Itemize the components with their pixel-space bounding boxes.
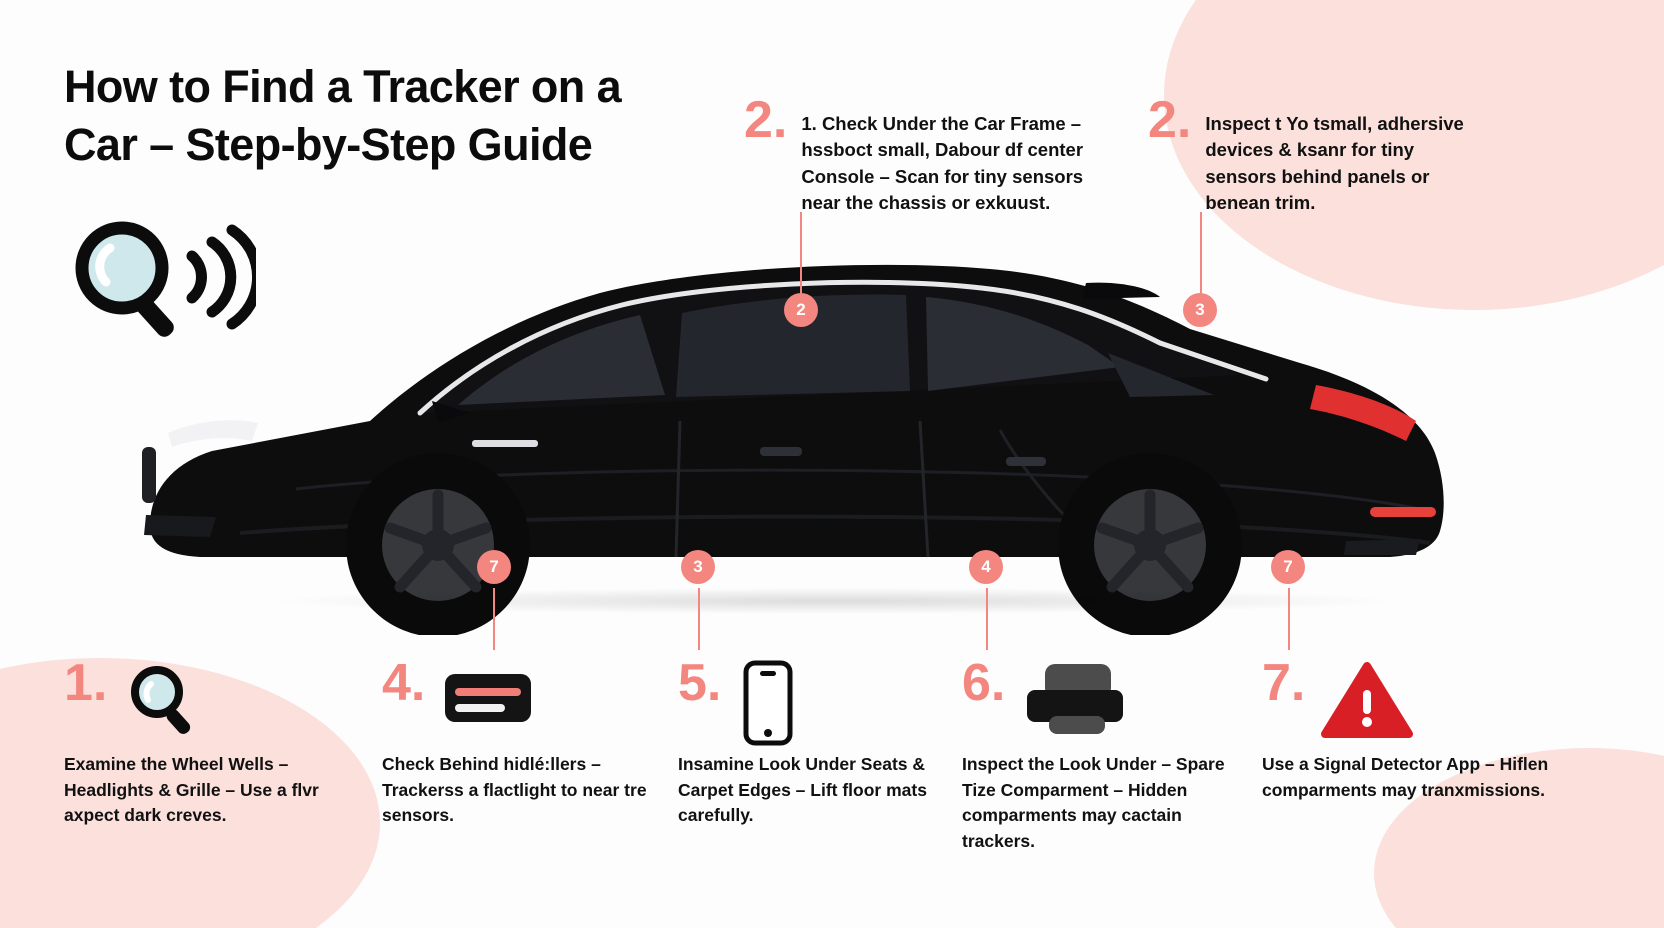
step-2-number: 4. xyxy=(382,654,426,712)
step-item-4: 6. Inspect the Look Under – Spare Tize C… xyxy=(962,654,1252,854)
leader-line-step-4 xyxy=(986,588,988,650)
step-3-text: Insamine Look Under Seats & Carpet Edges… xyxy=(678,754,927,826)
step-1-text: Examine the Wheel Wells – Headlights & G… xyxy=(64,754,319,826)
step-5-text: Use a Signal Detector App – Hiflen compa… xyxy=(1262,754,1549,800)
step-5-number: 7. xyxy=(1262,654,1306,712)
warning-triangle-icon xyxy=(1321,660,1414,747)
car-illustration xyxy=(120,225,1460,637)
car-shadow xyxy=(280,588,1390,614)
obd-connector-icon xyxy=(1021,660,1129,743)
top-callout-2-number: 2. xyxy=(1148,91,1192,149)
marker-circle-step-2[interactable]: 7 xyxy=(477,550,511,584)
leader-line-marker-2 xyxy=(800,212,802,302)
tracker-card-icon xyxy=(441,660,535,737)
step-2-text: Check Behind hidlé:llers – Trackerss a f… xyxy=(382,754,647,826)
top-callout-2-text: Inspect t Yo tsmall, adhersive devices &… xyxy=(1205,113,1464,213)
marker-circle-step-4[interactable]: 4 xyxy=(969,550,1003,584)
step-4-number: 6. xyxy=(962,654,1006,712)
top-callout-1-text: 1. Check Under the Car Frame – hssboct s… xyxy=(801,113,1084,213)
step-4-text: Inspect the Look Under – Spare Tize Comp… xyxy=(962,754,1225,851)
marker-circle-step-5[interactable]: 7 xyxy=(1271,550,1305,584)
step-3-number: 5. xyxy=(678,654,722,712)
phone-icon xyxy=(737,660,799,751)
page-title: How to Find a Tracker on a Car – Step-by… xyxy=(64,61,622,170)
marker-circle-step-3[interactable]: 3 xyxy=(681,550,715,584)
leader-line-step-3 xyxy=(698,588,700,650)
top-callout-1: 2. 1. Check Under the Car Frame – hssboc… xyxy=(744,91,1114,216)
step-item-1: 1. Examine the Wheel Wells – Headlights … xyxy=(64,654,364,829)
step-item-2: 4. Check Behind hidlé:llers – Trackerss … xyxy=(382,654,672,829)
leader-line-marker-3-top xyxy=(1200,212,1202,302)
leader-line-step-5 xyxy=(1288,588,1290,650)
marker-circle-3-top[interactable]: 3 xyxy=(1183,293,1217,327)
step-item-3: 5. Insamine Look Under Seats & Carpet Ed… xyxy=(678,654,958,829)
top-callout-1-number: 2. xyxy=(744,91,788,149)
magnifier-icon xyxy=(123,660,203,745)
top-callout-2: 2. Inspect t Yo tsmall, adhersive device… xyxy=(1148,91,1498,216)
marker-circle-2[interactable]: 2 xyxy=(784,293,818,327)
step-1-number: 1. xyxy=(64,654,108,712)
step-item-5: 7. Use a Signal Detector App – Hiflen co… xyxy=(1262,654,1552,803)
leader-line-step-2 xyxy=(493,588,495,650)
